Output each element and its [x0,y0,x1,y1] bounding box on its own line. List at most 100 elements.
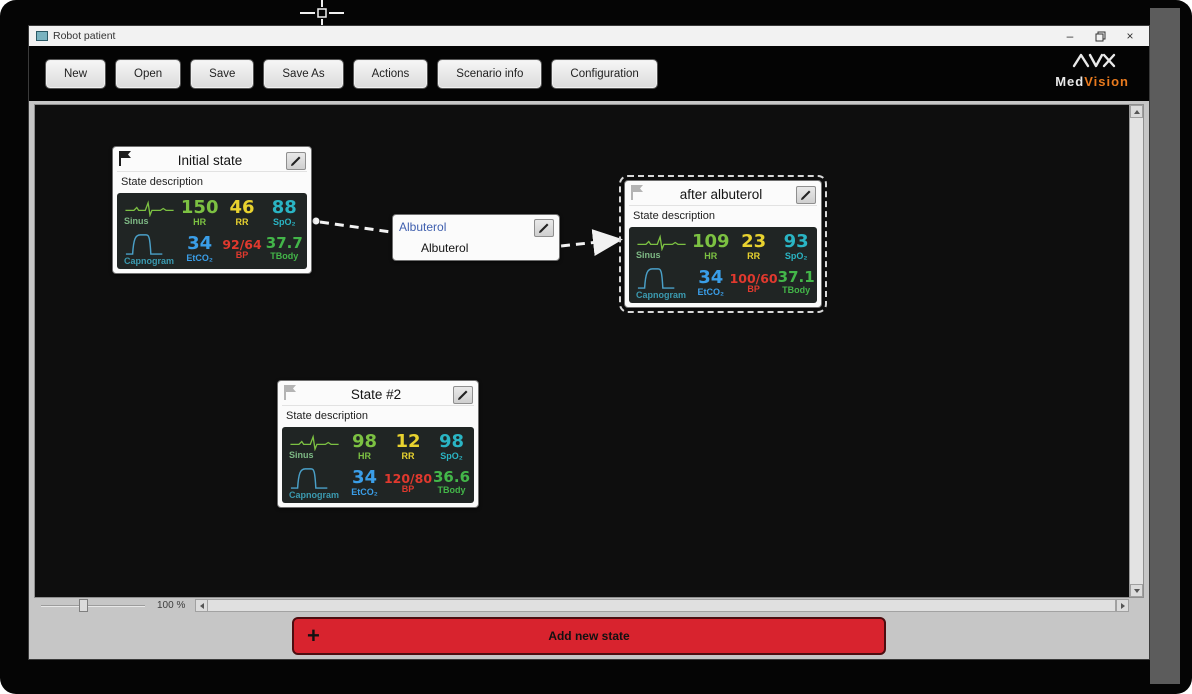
scenario-canvas[interactable]: Initial state State description Sinus [35,105,1129,597]
save-as-button[interactable]: Save As [264,59,343,88]
bp-label: BP [235,249,249,260]
bottom-scroll-row: 100 % [34,598,1144,613]
action-item: Albuterol [421,241,469,255]
rhythm-label: Sinus [289,449,314,460]
horizontal-scrollbar-track[interactable] [208,599,1116,612]
bp-label: BP [401,483,415,494]
crosshair-icon [300,0,344,28]
hr-value: 109 [692,230,730,252]
pencil-icon [539,223,549,233]
capnogram-waveform-icon [637,268,675,290]
co2-label: Capnogram [636,290,687,301]
tbody-value: 37.7 [265,234,303,253]
vertical-scrollbar[interactable] [1129,105,1143,597]
tbody-value: 36.6 [433,468,471,487]
capnogram-waveform-icon [290,468,328,490]
logo-vision-text: Vision [1084,74,1129,89]
tbody-label: TBody [782,285,811,296]
spo2-label: SpO₂ [273,216,296,227]
flag-icon [630,184,646,206]
spo2-label: SpO₂ [784,250,808,261]
rr-value: 46 [229,196,255,218]
plus-icon: + [307,623,320,648]
actions-button[interactable]: Actions [353,59,428,88]
ecg-waveform-icon [290,434,339,451]
app-icon [36,31,48,41]
flag-icon [118,150,134,172]
rr-label: RR [401,450,415,461]
hr-label: HR [193,216,207,227]
spo2-label: SpO₂ [440,450,463,461]
tbody-value: 37.1 [777,268,815,287]
titlebar: Robot patient – × [29,26,1149,46]
rr-label: RR [235,216,249,227]
zoom-slider-track [41,605,145,607]
rr-value: 12 [395,430,421,452]
etco2-label: EtCO₂ [697,286,725,297]
add-state-zone: + Add new state [34,613,1144,659]
close-button[interactable]: × [1126,29,1134,43]
minimize-button[interactable]: – [1066,29,1074,43]
action-node-albuterol[interactable]: Albuterol Albuterol [392,214,560,261]
add-new-state-button[interactable]: + Add new state [292,617,886,655]
state-description: State description [121,176,203,188]
spo2-value: 88 [271,196,297,218]
co2-label: Capnogram [124,256,175,267]
ecg-waveform-icon [637,234,686,251]
pencil-icon [291,156,301,166]
bp-value: 92/64 [222,236,262,252]
open-button[interactable]: Open [116,59,181,88]
etco2-label: EtCO₂ [351,486,378,497]
state-description: State description [633,210,715,222]
pencil-icon [458,390,468,400]
zoom-level-value: 100 % [157,600,186,611]
etco2-value: 34 [351,466,378,488]
restore-icon [1095,31,1105,41]
scenario-info-button[interactable]: Scenario info [438,59,542,88]
horizontal-scrollbar[interactable] [195,599,1129,612]
hr-value: 150 [180,196,219,218]
scroll-right-button[interactable] [1116,599,1129,612]
rr-value: 23 [741,230,767,252]
rhythm-label: Sinus [124,215,149,226]
app-window: Robot patient – × New Open Save Save As … [28,25,1150,660]
window-title: Robot patient [53,30,116,42]
pencil-icon [801,190,811,200]
monitor-side-strip [1150,8,1180,684]
hr-label: HR [704,250,718,261]
add-new-state-label: Add new state [548,629,630,643]
rr-label: RR [747,250,761,261]
zoom-slider-handle[interactable] [79,599,88,612]
bp-label: BP [747,283,760,294]
etco2-value: 34 [187,232,213,254]
configuration-button[interactable]: Configuration [552,59,657,88]
bp-value: 100/60 [729,270,778,286]
state-card-after-albuterol[interactable]: after albuterol State description Sinus [619,175,827,313]
edit-state-button[interactable] [796,185,816,204]
hr-value: 98 [351,430,378,452]
edit-action-button[interactable] [534,219,554,237]
scroll-left-button[interactable] [195,599,209,612]
edit-state-button[interactable] [286,151,306,170]
toolbar: New Open Save Save As Actions Scenario i… [29,46,1149,101]
state-card-initial[interactable]: Initial state State description Sinus [112,146,312,274]
scroll-up-button[interactable] [1130,105,1143,118]
save-button[interactable]: Save [191,59,254,88]
scroll-down-button[interactable] [1130,584,1143,597]
restore-button[interactable] [1085,27,1115,45]
state-title: Initial state [177,153,243,168]
flag-icon [283,384,299,406]
edit-state-button[interactable] [453,385,473,404]
zoom-slider[interactable] [41,599,145,612]
etco2-label: EtCO₂ [186,252,213,263]
medvision-logo: MedVision [1055,52,1129,88]
ecg-waveform-icon [125,200,174,217]
bp-value: 120/80 [383,470,433,486]
new-button[interactable]: New [46,59,106,88]
chevron-up-icon [1133,109,1140,114]
action-title: Albuterol [399,220,447,234]
chevron-down-icon [1133,588,1140,593]
